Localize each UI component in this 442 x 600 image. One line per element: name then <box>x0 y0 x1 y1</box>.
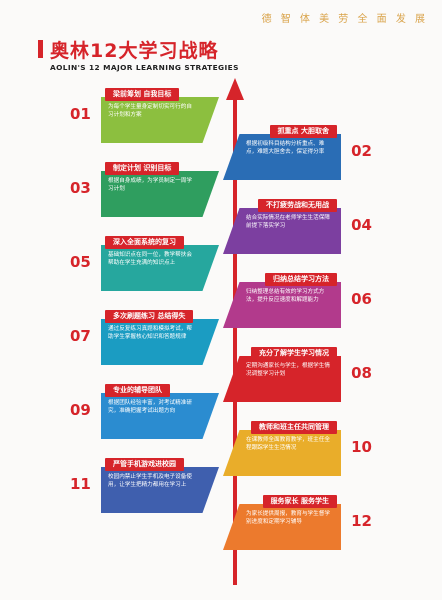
strategy-description: 归纳整理总结有效的学习方式方法，提升反应速度和解题能力 <box>246 289 325 303</box>
strategy-title: 抓重点 大胆取舍 <box>269 125 337 138</box>
strategy-description: 定期沟通家长与学生，根据学生情况调整学习计划 <box>246 363 330 377</box>
strategy-number: 10 <box>351 438 372 456</box>
strategy-item-11: 严管手机游戏进校园校园内禁止学生手机及电子设备使用，让学生把精力都用在学习上 11 <box>70 458 219 513</box>
strategy-card <box>101 319 219 365</box>
strategy-item-10: 教师和班主任共同管理在课教师全面教育教学，班主任全程跟踪学生生活情况 10 <box>223 421 372 476</box>
strategy-description: 根据初级科目结构分析重点、难点，难题大胆舍去，保证得分率 <box>246 141 325 155</box>
strategy-description: 结合实际情况在老师学生生活保障前提下落实学习 <box>246 215 330 229</box>
strategy-description: 为每个学生量身定制切实可行的自习计划和方案 <box>108 104 192 118</box>
timeline-arrow-shaft <box>233 95 237 585</box>
strategy-number: 01 <box>70 105 91 123</box>
strategy-number: 09 <box>70 401 91 419</box>
strategy-card <box>101 393 219 439</box>
strategy-number: 08 <box>351 364 372 382</box>
strategy-item-06: 归纳总结学习方法归纳整理总结有效的学习方式方法，提升反应速度和解题能力 06 <box>223 273 372 328</box>
strategy-item-02: 抓重点 大胆取舍根据初级科目结构分析重点、难点，难题大胆舍去，保证得分率 02 <box>223 125 372 180</box>
page-subtitle: AOLIN'S 12 MAJOR LEARNING STRATEGIES <box>50 63 239 72</box>
title-accent-bar <box>38 40 43 58</box>
strategy-number: 05 <box>70 253 91 271</box>
strategy-card <box>101 97 219 143</box>
strategy-item-01: 梁前筹划 自我目标为每个学生量身定制切实可行的自习计划和方案 01 <box>70 88 219 143</box>
corner-slogan: 德 智 体 美 劳 全 面 发 展 <box>261 14 428 25</box>
strategy-card <box>101 245 219 291</box>
page-title: 奥林12大学习战略 <box>50 40 219 62</box>
strategy-title: 严管手机游戏进校园 <box>105 458 184 471</box>
strategy-card <box>223 504 341 550</box>
strategy-number: 07 <box>70 327 91 345</box>
strategy-item-04: 不打疲劳战和无用战结合实际情况在老师学生生活保障前提下落实学习 04 <box>223 199 372 254</box>
strategy-card <box>223 282 341 328</box>
strategy-card <box>223 430 341 476</box>
strategy-card <box>223 356 341 402</box>
strategy-item-12: 服务家长 服务学生为家长提供周报，教育与学生督学别进度和定期学习辅导 12 <box>223 495 372 550</box>
strategy-number: 04 <box>351 216 372 234</box>
strategy-number: 11 <box>70 475 91 493</box>
strategy-item-03: 制定计划 识别目标根据自身成绩，为学员制定一周学习计划 03 <box>70 162 219 217</box>
strategy-description: 为家长提供周报，教育与学生督学别进度和定期学习辅导 <box>246 511 330 525</box>
strategy-number: 03 <box>70 179 91 197</box>
strategy-title: 深入全面系统的复习 <box>105 236 184 249</box>
strategy-title: 梁前筹划 自我目标 <box>105 88 180 101</box>
timeline-arrow-icon <box>226 78 244 100</box>
strategy-item-07: 多次刷题练习 总结得失通过反复练习真题和模拟考试，帮助学生掌握核心知识和答题规律… <box>70 310 219 365</box>
strategy-number: 12 <box>351 512 372 530</box>
strategy-title: 教师和班主任共同管理 <box>251 421 337 434</box>
strategy-item-08: 充分了解学生学习情况定期沟通家长与学生，根据学生情况调整学习计划 08 <box>223 347 372 402</box>
strategy-title: 不打疲劳战和无用战 <box>258 199 337 212</box>
strategy-item-09: 专业的辅导团队根据团队经验丰富，对考试精准研究，准确把握考试出题方向 09 <box>70 384 219 439</box>
strategy-description: 根据自身成绩，为学员制定一周学习计划 <box>108 178 192 192</box>
strategy-number: 02 <box>351 142 372 160</box>
strategy-card <box>101 171 219 217</box>
strategy-title: 多次刷题练习 总结得失 <box>105 310 194 323</box>
strategy-title: 制定计划 识别目标 <box>105 162 180 175</box>
strategy-title: 归纳总结学习方法 <box>265 273 337 286</box>
strategy-description: 在课教师全面教育教学，班主任全程跟踪学生生活情况 <box>246 437 330 451</box>
strategy-card <box>223 208 341 254</box>
strategy-description: 通过反复练习真题和模拟考试，帮助学生掌握核心知识和答题规律 <box>108 326 192 340</box>
strategy-description: 根据团队经验丰富，对考试精准研究，准确把握考试出题方向 <box>108 400 192 414</box>
strategy-description: 校园内禁止学生手机及电子设备使用，让学生把精力都用在学习上 <box>108 474 192 488</box>
strategy-number: 06 <box>351 290 372 308</box>
strategy-item-05: 深入全面系统的复习基础知识点在同一位，教学帮扶会帮助在学生充满的知识点上 05 <box>70 236 219 291</box>
strategy-card <box>101 467 219 513</box>
strategy-description: 基础知识点在同一位，教学帮扶会帮助在学生充满的知识点上 <box>108 252 192 266</box>
strategy-card <box>223 134 341 180</box>
strategy-title: 服务家长 服务学生 <box>262 495 337 508</box>
strategy-title: 专业的辅导团队 <box>105 384 170 397</box>
strategy-title: 充分了解学生学习情况 <box>251 347 337 360</box>
